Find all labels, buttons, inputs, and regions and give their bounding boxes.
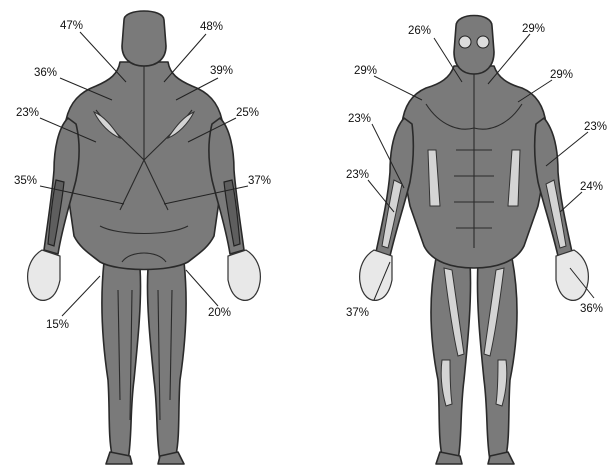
front-right-hand — [556, 250, 588, 300]
label-back-neck-right: 48% — [200, 21, 223, 33]
back-right-leg — [147, 262, 186, 460]
label-front-forearm-left: 23% — [346, 169, 369, 181]
front-view-figure — [360, 16, 589, 465]
label-front-forearm-right: 24% — [580, 181, 603, 193]
label-back-lower-right: 37% — [248, 175, 271, 187]
front-face-left-eye — [459, 36, 471, 48]
label-front-arm-left: 23% — [348, 113, 371, 125]
label-back-upper-left: 36% — [34, 67, 57, 79]
label-front-shoulder-right: 29% — [550, 69, 573, 81]
label-back-shoulder-right: 25% — [236, 107, 259, 119]
back-right-hand — [228, 250, 260, 300]
label-front-hand-left: 37% — [346, 307, 369, 319]
label-back-lower-left: 35% — [14, 175, 37, 187]
label-back-neck-left: 47% — [60, 20, 83, 32]
label-back-hip-right: 20% — [208, 307, 231, 319]
label-front-neck-right: 29% — [522, 23, 545, 35]
label-back-shoulder-left: 23% — [16, 107, 39, 119]
label-front-hand-right: 36% — [580, 303, 603, 315]
back-left-leg — [102, 262, 141, 460]
label-front-arm-right: 23% — [584, 121, 607, 133]
front-left-hand — [360, 250, 392, 300]
front-face-right-eye — [477, 36, 489, 48]
back-left-hand — [28, 250, 60, 300]
label-back-upper-right: 39% — [210, 65, 233, 77]
label-front-neck-left: 26% — [408, 25, 431, 37]
label-back-hip-left: 15% — [46, 319, 69, 331]
label-front-shoulder-left: 29% — [354, 65, 377, 77]
back-head — [122, 11, 166, 66]
